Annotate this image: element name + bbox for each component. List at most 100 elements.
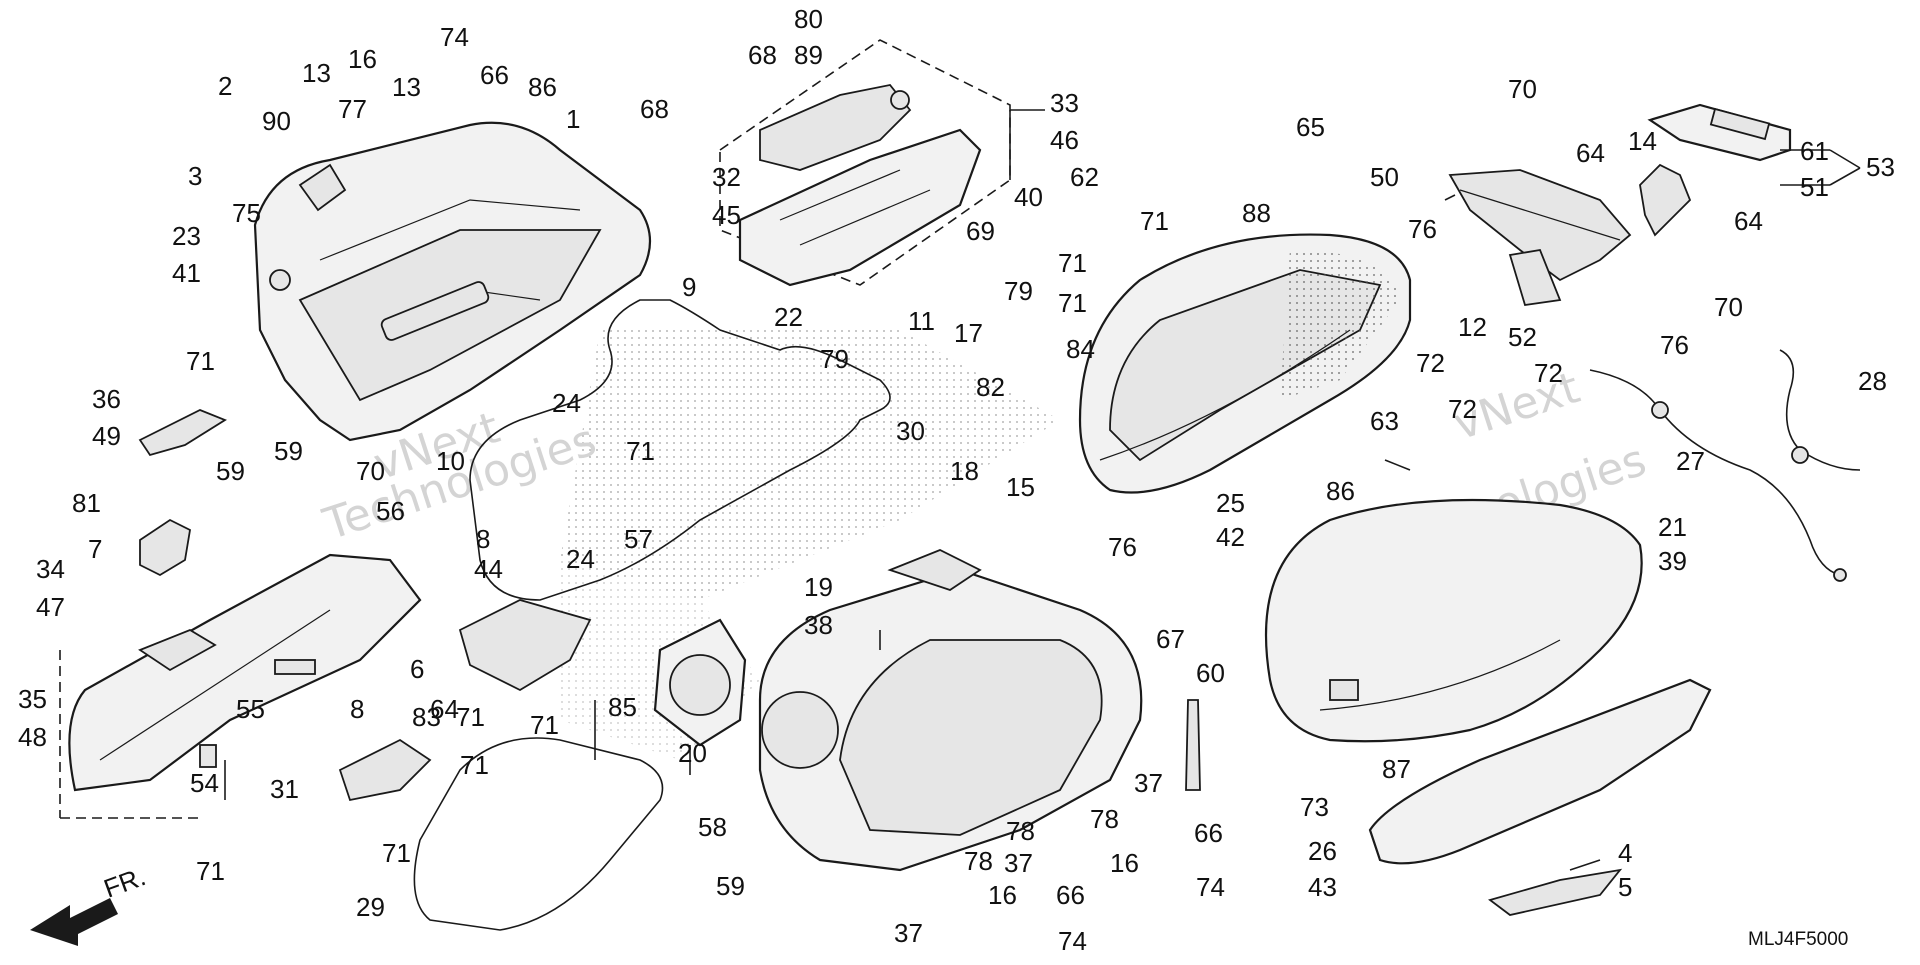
callout-52: 52 bbox=[1508, 322, 1537, 352]
callout-64: 64 bbox=[1734, 206, 1763, 236]
callout-41: 41 bbox=[172, 258, 201, 288]
callout-27: 27 bbox=[1676, 446, 1705, 476]
callout-38: 38 bbox=[804, 610, 833, 640]
callout-66: 66 bbox=[1056, 880, 1085, 910]
callout-36: 36 bbox=[92, 384, 121, 414]
callout-18: 18 bbox=[950, 456, 979, 486]
callout-13: 13 bbox=[302, 58, 331, 88]
callout-57: 57 bbox=[624, 524, 653, 554]
callout-79: 79 bbox=[820, 344, 849, 374]
callout-17: 17 bbox=[954, 318, 983, 348]
arrow-icon bbox=[30, 898, 118, 946]
callout-59: 59 bbox=[716, 871, 745, 901]
callout-70: 70 bbox=[1714, 292, 1743, 322]
callout-23: 23 bbox=[172, 221, 201, 251]
mount-bracket bbox=[458, 599, 592, 692]
outer-cover-right bbox=[1264, 498, 1643, 743]
callout-59: 59 bbox=[216, 456, 245, 486]
latch-part bbox=[1639, 163, 1692, 237]
side-cover-left bbox=[68, 553, 422, 792]
wire-harness bbox=[1589, 349, 1861, 582]
callout-12: 12 bbox=[1458, 312, 1487, 342]
callout-60: 60 bbox=[1196, 658, 1225, 688]
callout-5: 5 bbox=[1618, 872, 1632, 902]
callout-8: 8 bbox=[350, 694, 364, 724]
lever-part bbox=[139, 518, 191, 577]
callout-66: 66 bbox=[480, 60, 509, 90]
lid-part bbox=[1078, 233, 1412, 494]
bracket-assembly bbox=[719, 39, 1011, 287]
callout-71: 71 bbox=[460, 750, 489, 780]
callout-68: 68 bbox=[748, 40, 777, 70]
callout-37: 37 bbox=[1004, 848, 1033, 878]
callout-76: 76 bbox=[1660, 330, 1689, 360]
callout-79: 79 bbox=[1004, 276, 1033, 306]
callout-71: 71 bbox=[1140, 206, 1169, 236]
callout-51: 51 bbox=[1800, 172, 1829, 202]
callout-77: 77 bbox=[338, 94, 367, 124]
callout-68: 68 bbox=[640, 94, 669, 124]
callout-45: 45 bbox=[712, 200, 741, 230]
callout-11: 11 bbox=[908, 306, 935, 336]
callout-62: 62 bbox=[1070, 162, 1099, 192]
callout-70: 70 bbox=[1508, 74, 1537, 104]
callout-88: 88 bbox=[1242, 198, 1271, 228]
gasket-ring bbox=[413, 737, 664, 931]
callout-73: 73 bbox=[1300, 792, 1329, 822]
callout-20: 20 bbox=[678, 738, 707, 768]
callout-30: 30 bbox=[896, 416, 925, 446]
diagram-code: MLJ4F5000 bbox=[1748, 929, 1848, 950]
callout-72: 72 bbox=[1534, 358, 1563, 388]
callout-63: 63 bbox=[1370, 406, 1399, 436]
callout-35: 35 bbox=[18, 684, 47, 714]
callout-89: 89 bbox=[794, 40, 823, 70]
callout-25: 25 bbox=[1216, 488, 1245, 518]
callout-64: 64 bbox=[430, 694, 459, 724]
callout-47: 47 bbox=[36, 592, 65, 622]
support-strut bbox=[1185, 699, 1201, 791]
callout-83: 83 bbox=[412, 702, 441, 732]
callout-37: 37 bbox=[894, 918, 923, 948]
callout-43: 43 bbox=[1308, 872, 1337, 902]
callout-numbers: 2 3 75 90 13 77 13 16 74 66 86 1 68 9 23… bbox=[18, 4, 1895, 956]
callout-84: 84 bbox=[1066, 334, 1095, 364]
callout-44: 44 bbox=[474, 554, 503, 584]
callout-76: 76 bbox=[1408, 214, 1437, 244]
callout-46: 46 bbox=[1050, 125, 1079, 155]
linkage-assembly bbox=[1448, 169, 1632, 307]
callout-3: 3 bbox=[188, 161, 202, 191]
callout-64: 64 bbox=[1576, 138, 1605, 168]
callout-65: 65 bbox=[1296, 112, 1325, 142]
saddlebag-case bbox=[758, 549, 1143, 872]
callout-78: 78 bbox=[1090, 804, 1119, 834]
callout-14: 14 bbox=[1628, 126, 1657, 156]
callout-66: 66 bbox=[1194, 818, 1223, 848]
callout-53: 53 bbox=[1866, 152, 1895, 182]
callout-26: 26 bbox=[1308, 836, 1337, 866]
callout-22: 22 bbox=[774, 302, 803, 332]
callout-9: 9 bbox=[682, 272, 696, 302]
callout-74: 74 bbox=[1196, 872, 1225, 902]
callout-90: 90 bbox=[262, 106, 291, 136]
callout-29: 29 bbox=[356, 892, 385, 922]
callout-71: 71 bbox=[382, 838, 411, 868]
callout-80: 80 bbox=[794, 4, 823, 34]
callout-33: 33 bbox=[1050, 88, 1079, 118]
emblem-strip bbox=[1647, 103, 1792, 162]
callout-74: 74 bbox=[1058, 926, 1087, 956]
callout-85: 85 bbox=[608, 692, 637, 722]
callout-71: 71 bbox=[1058, 248, 1087, 278]
callout-54: 54 bbox=[190, 768, 219, 798]
callout-69: 69 bbox=[966, 216, 995, 246]
speaker-gasket bbox=[653, 618, 747, 747]
callout-61: 61 bbox=[1800, 136, 1829, 166]
callout-71: 71 bbox=[626, 436, 655, 466]
callout-71: 71 bbox=[196, 856, 225, 886]
callout-67: 67 bbox=[1156, 624, 1185, 654]
callout-76: 76 bbox=[1108, 532, 1137, 562]
callout-49: 49 bbox=[92, 421, 121, 451]
callout-31: 31 bbox=[270, 774, 299, 804]
callout-6: 6 bbox=[410, 654, 424, 684]
callout-72: 72 bbox=[1416, 348, 1445, 378]
